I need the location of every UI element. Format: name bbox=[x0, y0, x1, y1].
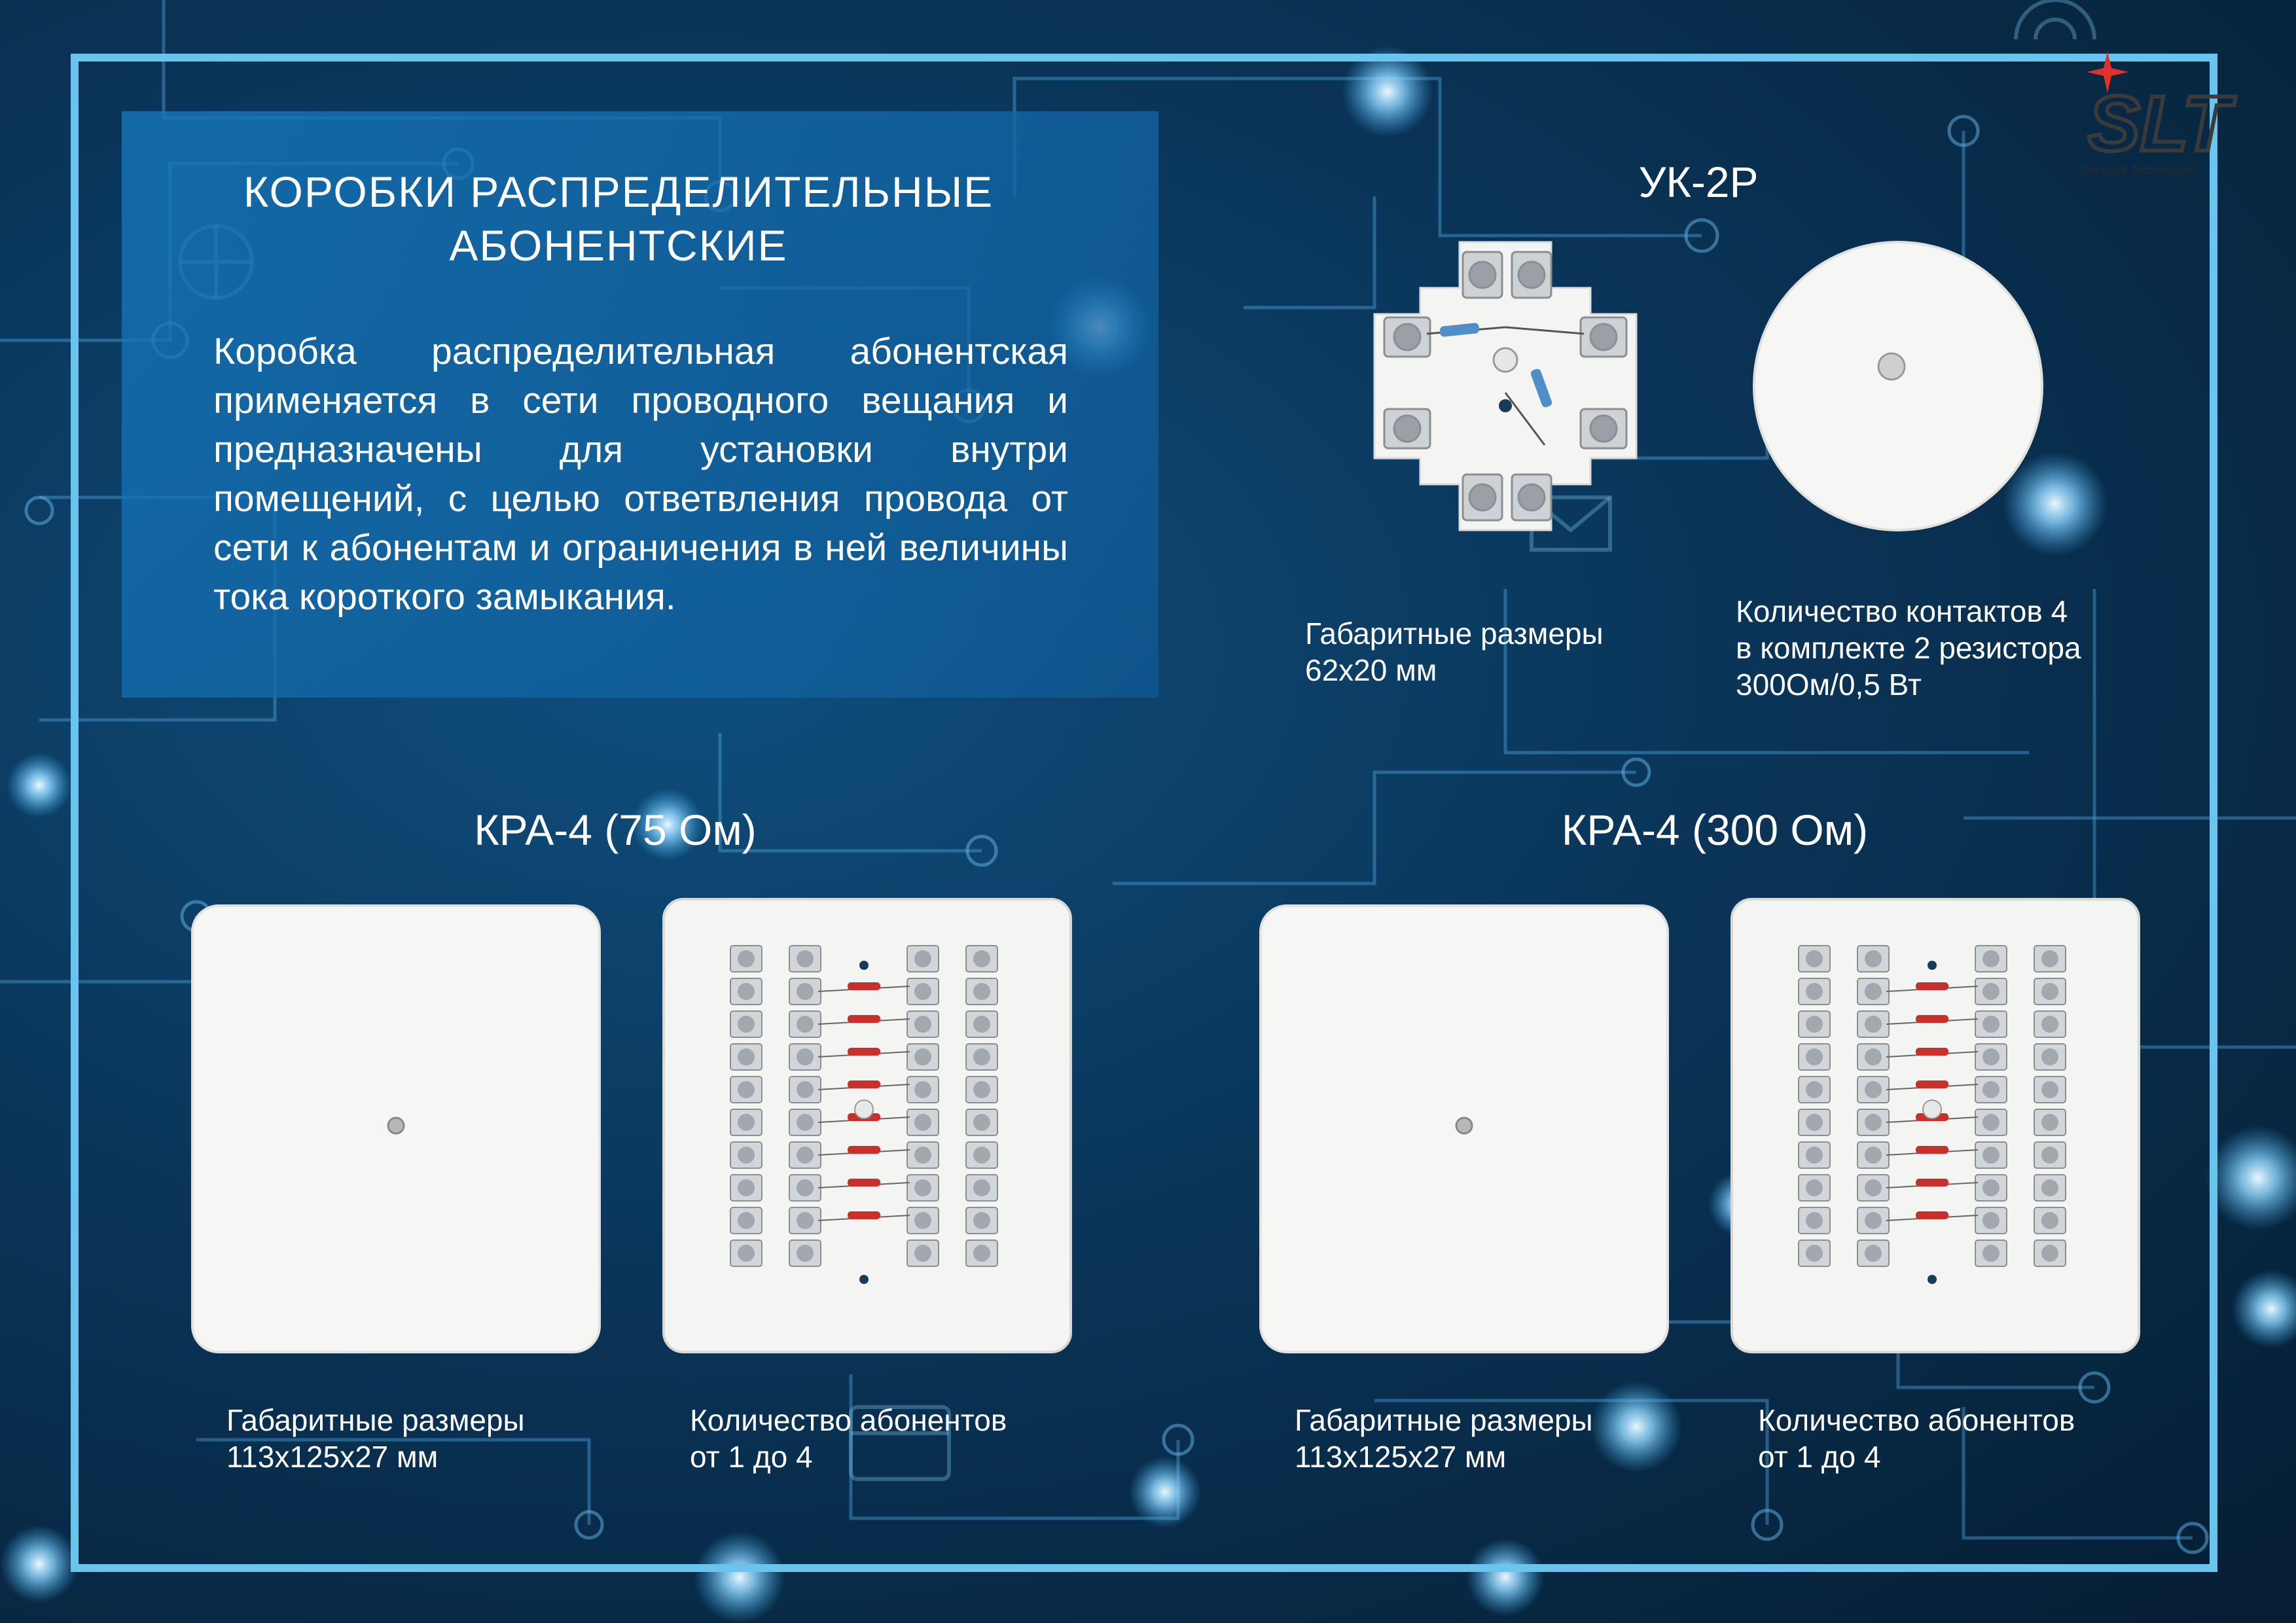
logo-letters: SLT bbox=[2088, 80, 2236, 168]
page-title: КОРОБКИ РАСПРЕДЕЛИТЕЛЬНЫЕ АБОНЕНТСКИЕ bbox=[170, 165, 1067, 272]
logo-tagline: StarLight Technologies bbox=[2080, 164, 2199, 177]
uk2r-open-photo bbox=[1373, 241, 1638, 531]
title-line-1: КОРОБКИ РАСПРЕДЕЛИТЕЛЬНЫЕ bbox=[243, 168, 994, 216]
kra4-300-dimensions: Габаритные размеры 113х125х27 мм bbox=[1295, 1402, 1593, 1475]
kra4-300-specs: Количество абонентов от 1 до 4 bbox=[1758, 1402, 2075, 1475]
kra4-75-dims-label: Габаритные размеры bbox=[226, 1403, 525, 1437]
logo-graphic: SLT StarLight Technologies bbox=[2080, 51, 2238, 177]
uk2r-closed-photo bbox=[1753, 241, 2043, 531]
uk2r-dimensions: Габаритные размеры 62х20 мм bbox=[1305, 615, 1604, 688]
uk2r-dims-label: Габаритные размеры bbox=[1305, 616, 1604, 651]
kra4-300-spec-line-2: от 1 до 4 bbox=[1758, 1440, 1881, 1474]
intro-panel bbox=[122, 111, 1158, 698]
kra4-75-dimensions: Габаритные размеры 113х125х27 мм bbox=[226, 1402, 525, 1475]
kra4-75-dims-value: 113х125х27 мм bbox=[226, 1440, 439, 1474]
kra4-300-open-photo bbox=[1731, 898, 2140, 1353]
uk2r-spec-line-2: в комплекте 2 резистора bbox=[1736, 631, 2081, 665]
model-label-uk2r: УК-2Р bbox=[1638, 158, 1759, 206]
kra4-300-dims-label: Габаритные размеры bbox=[1295, 1403, 1593, 1437]
model-label-kra4-75: КРА-4 (75 Ом) bbox=[474, 806, 757, 854]
model-label-kra4-300: КРА-4 (300 Ом) bbox=[1561, 806, 1869, 854]
kra4-300-spec-line-1: Количество абонентов bbox=[1758, 1403, 2075, 1437]
kra4-75-specs: Количество абонентов от 1 до 4 bbox=[690, 1402, 1007, 1475]
kra4-300-dims-value: 113х125х27 мм bbox=[1295, 1440, 1507, 1474]
title-line-2: АБОНЕНТСКИЕ bbox=[449, 221, 788, 270]
uk2r-spec-line-3: 300Ом/0,5 Вт bbox=[1736, 668, 1922, 702]
kra4-75-spec-line-1: Количество абонентов bbox=[690, 1403, 1007, 1437]
kra4-75-open-photo bbox=[662, 898, 1072, 1353]
uk2r-spec-line-1: Количество контактов 4 bbox=[1736, 594, 2068, 628]
intro-description: Коробка распределительная абонентская пр… bbox=[213, 330, 1068, 618]
kra4-75-spec-line-2: от 1 до 4 bbox=[690, 1440, 813, 1474]
slt-logo: SLT StarLight Technologies bbox=[2075, 39, 2271, 183]
uk2r-dims-value: 62х20 мм bbox=[1305, 653, 1437, 687]
kra4-75-closed-photo bbox=[191, 904, 601, 1353]
uk2r-specs: Количество контактов 4 в комплекте 2 рез… bbox=[1736, 593, 2081, 703]
star-icon bbox=[2087, 51, 2128, 93]
kra4-300-closed-photo bbox=[1259, 904, 1669, 1353]
